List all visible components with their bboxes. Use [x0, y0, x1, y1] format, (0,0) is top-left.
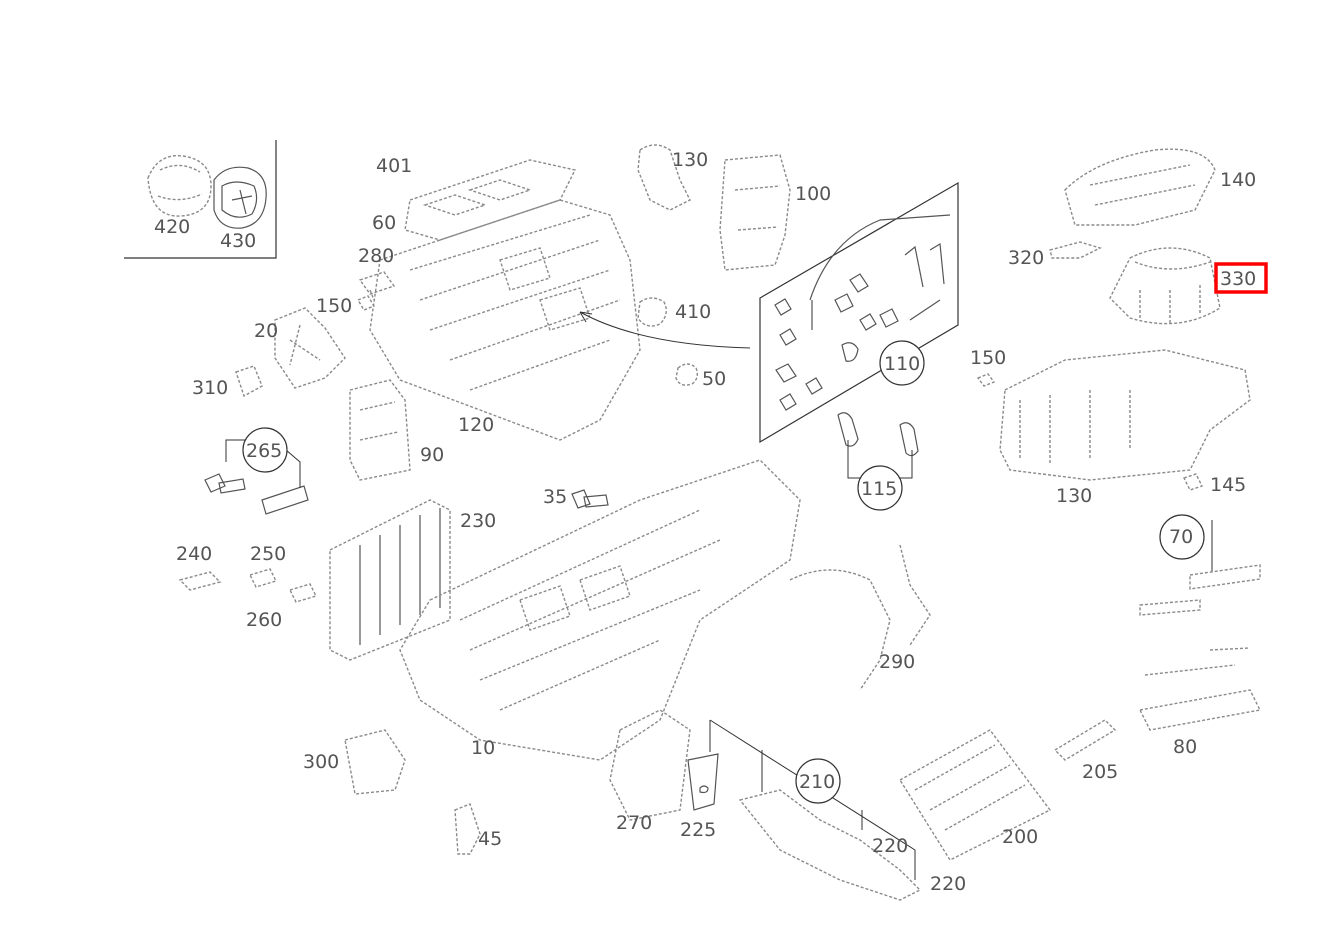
label-10[interactable]: 10 [471, 737, 495, 759]
label-120[interactable]: 120 [458, 414, 494, 436]
part-205[interactable] [1053, 719, 1117, 761]
label-130-top[interactable]: 130 [672, 149, 708, 171]
parts-panel-110 [759, 181, 959, 444]
label-220-upper[interactable]: 220 [872, 835, 908, 857]
label-430[interactable]: 430 [220, 230, 256, 252]
label-150-right[interactable]: 150 [970, 347, 1006, 369]
label-70[interactable]: 70 [1169, 526, 1193, 548]
part-130-right[interactable] [999, 349, 1251, 481]
part-200[interactable] [899, 729, 1052, 861]
part-90[interactable] [349, 379, 411, 481]
part-210[interactable] [709, 719, 922, 901]
callout-circle-110 [879, 340, 925, 386]
callout-circle-70 [1159, 514, 1205, 560]
label-230[interactable]: 230 [460, 510, 496, 532]
part-150-left[interactable] [356, 295, 376, 311]
label-50[interactable]: 50 [702, 368, 726, 390]
part-330[interactable] [1109, 247, 1221, 325]
label-330[interactable]: 330 [1220, 268, 1256, 290]
part-265-bolt[interactable] [204, 439, 309, 515]
label-140[interactable]: 140 [1220, 169, 1256, 191]
part-420[interactable] [147, 154, 212, 217]
parts-115[interactable] [837, 412, 919, 479]
label-205[interactable]: 205 [1082, 761, 1118, 783]
callout-circle-265 [242, 427, 288, 473]
label-410[interactable]: 410 [675, 301, 711, 323]
label-150-left[interactable]: 150 [316, 295, 352, 317]
part-410[interactable] [637, 297, 667, 327]
label-240[interactable]: 240 [176, 543, 212, 565]
part-145[interactable] [1183, 473, 1203, 491]
label-45[interactable]: 45 [478, 828, 502, 850]
label-401[interactable]: 401 [376, 155, 412, 177]
label-60[interactable]: 60 [372, 212, 396, 234]
part-35[interactable] [571, 489, 609, 509]
label-270[interactable]: 270 [616, 812, 652, 834]
part-labels: 420 430 401 60 280 150 20 310 130 100 41… [154, 149, 1256, 895]
label-80[interactable]: 80 [1173, 736, 1197, 758]
part-225[interactable] [687, 753, 719, 811]
part-130-top[interactable] [637, 144, 691, 211]
arrow-connector [579, 311, 751, 349]
label-320[interactable]: 320 [1008, 247, 1044, 269]
label-20[interactable]: 20 [254, 320, 278, 342]
callout-circle-115 [857, 465, 903, 511]
label-200[interactable]: 200 [1002, 826, 1038, 848]
label-260[interactable]: 260 [246, 609, 282, 631]
label-280[interactable]: 280 [358, 245, 394, 267]
callout-circle-210 [795, 758, 841, 804]
label-130-right[interactable]: 130 [1056, 485, 1092, 507]
label-420[interactable]: 420 [154, 216, 190, 238]
part-310[interactable] [235, 365, 263, 398]
label-310[interactable]: 310 [192, 377, 228, 399]
part-70[interactable] [1139, 520, 1261, 616]
part-290[interactable] [789, 544, 931, 691]
highlight-box-330 [1214, 262, 1268, 294]
part-150-right[interactable] [976, 373, 996, 387]
label-265[interactable]: 265 [246, 440, 282, 462]
part-50[interactable] [675, 363, 699, 386]
label-110[interactable]: 110 [884, 353, 920, 375]
label-225[interactable]: 225 [680, 819, 716, 841]
part-300[interactable] [344, 729, 406, 795]
label-300[interactable]: 300 [303, 751, 339, 773]
label-290[interactable]: 290 [879, 651, 915, 673]
label-100[interactable]: 100 [795, 183, 831, 205]
part-280[interactable] [358, 271, 396, 301]
part-140[interactable] [1064, 148, 1216, 226]
label-35[interactable]: 35 [543, 486, 567, 508]
part-10[interactable] [399, 459, 801, 761]
part-80[interactable] [1138, 647, 1262, 731]
part-320[interactable] [1049, 241, 1102, 259]
label-145[interactable]: 145 [1210, 474, 1246, 496]
part-100[interactable] [719, 154, 791, 271]
label-90[interactable]: 90 [420, 444, 444, 466]
part-270[interactable] [609, 709, 691, 821]
label-250[interactable]: 250 [250, 543, 286, 565]
inset-frame [124, 140, 277, 259]
part-230[interactable] [329, 499, 451, 661]
part-120[interactable] [369, 199, 641, 441]
parts-240-250-260[interactable] [178, 568, 317, 603]
label-115[interactable]: 115 [861, 478, 897, 500]
part-20[interactable] [274, 307, 346, 389]
label-210[interactable]: 210 [799, 771, 835, 793]
part-45[interactable] [454, 803, 481, 855]
label-220-lower[interactable]: 220 [930, 873, 966, 895]
part-430[interactable] [213, 166, 267, 229]
part-60[interactable] [404, 159, 577, 241]
